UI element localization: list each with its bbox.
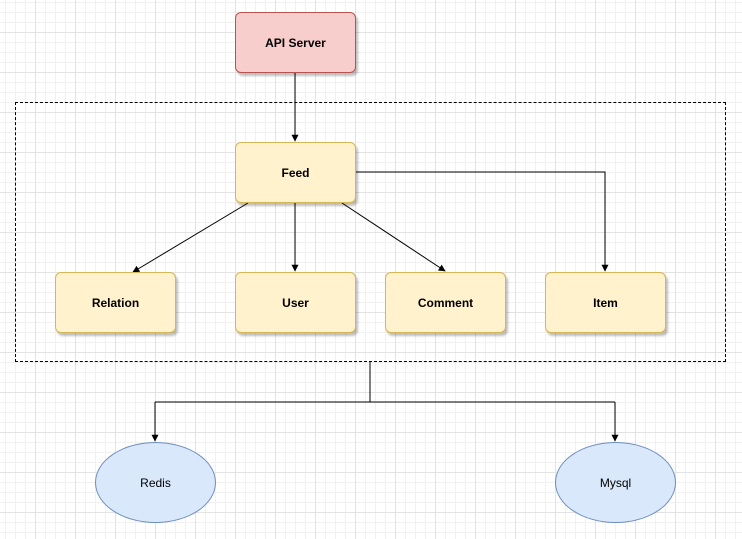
redis-node[interactable]: Redis xyxy=(95,442,216,523)
user-node[interactable]: User xyxy=(235,272,356,333)
relation-node[interactable]: Relation xyxy=(55,272,176,333)
api-server-node[interactable]: API Server xyxy=(235,12,356,73)
edge-feed-to-item xyxy=(355,171,609,272)
comment-node[interactable]: Comment xyxy=(385,272,506,333)
feed-node[interactable]: Feed xyxy=(235,142,356,203)
edge-feed-to-relation xyxy=(132,202,249,273)
mysql-node[interactable]: Mysql xyxy=(555,442,676,523)
item-node[interactable]: Item xyxy=(545,272,666,333)
edge-feed-to-comment xyxy=(341,202,446,272)
service-group-container xyxy=(15,102,726,362)
